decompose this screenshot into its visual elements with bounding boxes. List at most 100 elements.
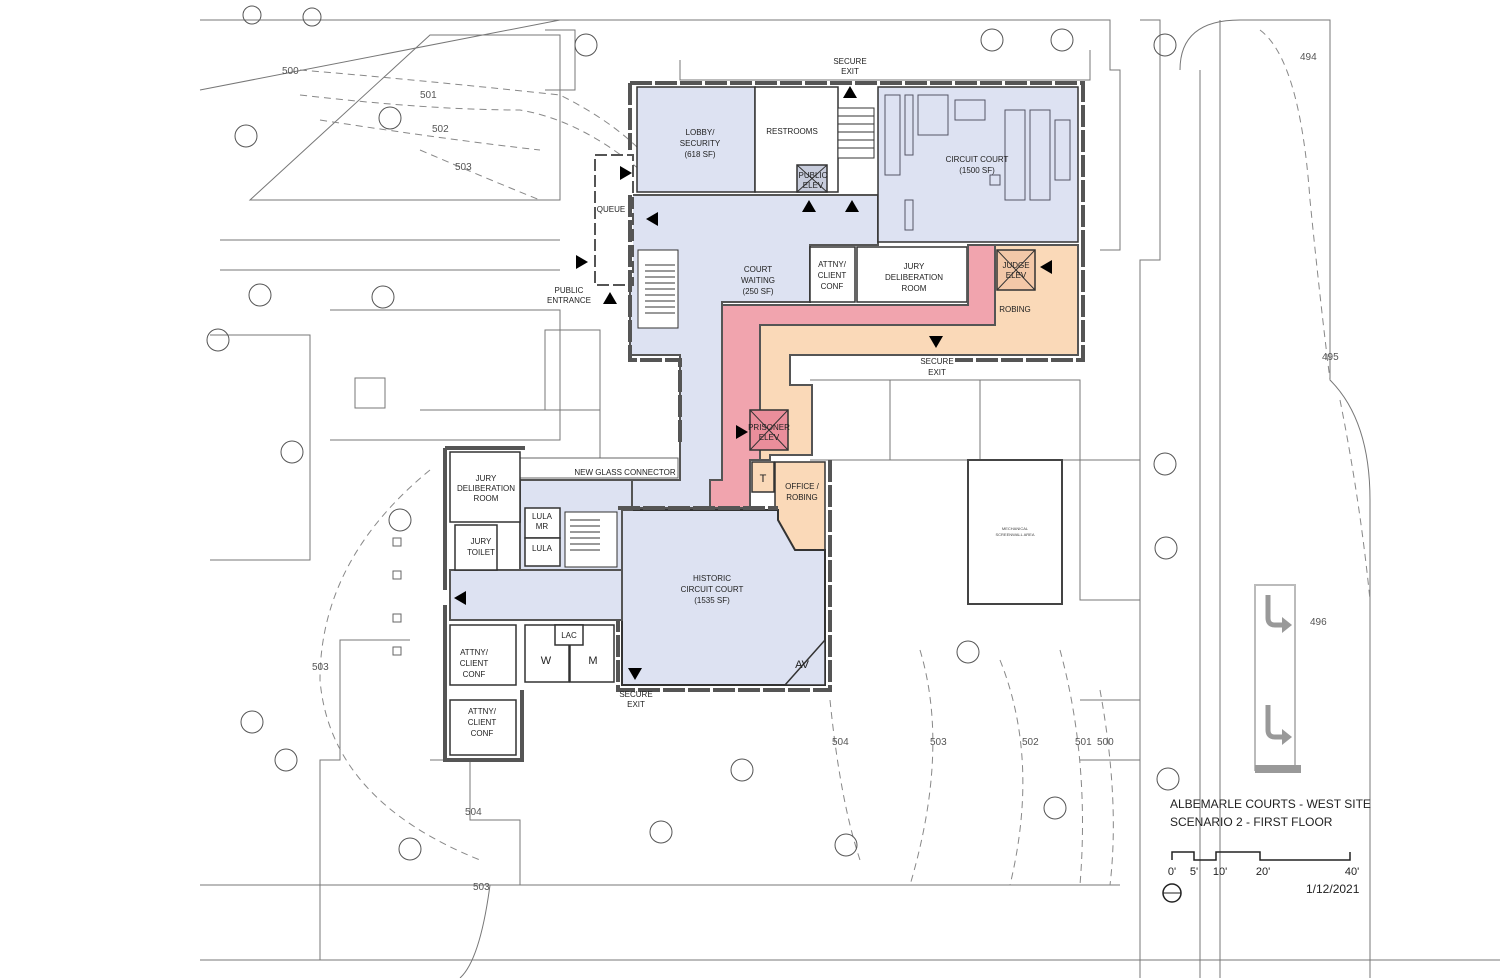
lula-machine-room bbox=[524, 507, 561, 539]
secure-exit-label: SECURE bbox=[920, 357, 953, 366]
contour-label: 503 bbox=[312, 662, 329, 673]
scale-tick-label: 0' bbox=[1168, 866, 1176, 878]
room-labels: LOBBY/ SECURITY (618 SF) RESTROOMS PUBLI… bbox=[457, 127, 1031, 738]
contour-label: 503 bbox=[455, 162, 472, 173]
drawing-subtitle: SCENARIO 2 - FIRST FLOOR bbox=[1170, 815, 1333, 829]
lac-room-box bbox=[554, 624, 584, 646]
attny-label: ATTNY/ bbox=[818, 260, 847, 269]
entry-arrow-icon bbox=[603, 292, 617, 304]
lac-label: LAC bbox=[561, 631, 577, 640]
left-arrow-icon bbox=[1040, 260, 1052, 274]
contour-label: 495 bbox=[1322, 352, 1339, 363]
exit-arrow-icon bbox=[843, 86, 857, 98]
secure-exit-label: EXIT bbox=[841, 67, 859, 76]
jury-delib-label: DELIBERATION bbox=[885, 273, 943, 282]
robing-label: ROBING bbox=[999, 305, 1031, 314]
m-label: M bbox=[588, 655, 597, 667]
lobby-label: SECURITY bbox=[680, 139, 721, 148]
jury-toilet-label: TOILET bbox=[467, 548, 495, 557]
drawing-date: 1/12/2021 bbox=[1306, 882, 1360, 896]
jury-delib-label: ROOM bbox=[902, 284, 927, 293]
right-arrow-icon bbox=[736, 425, 748, 439]
contour-label: 500 bbox=[282, 66, 299, 77]
attny-label: CONF bbox=[821, 282, 844, 291]
stair-top bbox=[837, 107, 875, 159]
attny-left2-label: CONF bbox=[471, 729, 494, 738]
av-label: AV bbox=[795, 659, 810, 671]
project-title: ALBEMARLE COURTS - WEST SITE bbox=[1170, 797, 1371, 811]
jury-toilet-room bbox=[454, 524, 498, 571]
office-robing-label: ROBING bbox=[786, 493, 818, 502]
public-elev-label: ELEV bbox=[803, 181, 824, 190]
left-wing-corridor bbox=[449, 569, 623, 621]
lula-lift bbox=[524, 537, 561, 567]
public-entrance-label: PUBLIC bbox=[555, 286, 584, 295]
t-room-label: T bbox=[760, 473, 767, 485]
court-waiting-label: (250 SF) bbox=[742, 287, 773, 296]
lobby-security-room bbox=[636, 86, 756, 193]
contour-label: 503 bbox=[473, 882, 490, 893]
office-robing-label: OFFICE / bbox=[785, 482, 820, 491]
court-waiting-label: COURT bbox=[744, 265, 772, 274]
north-arrow-icon bbox=[1162, 883, 1182, 903]
up-arrow-icon bbox=[845, 200, 859, 212]
w-label: W bbox=[541, 655, 552, 667]
jury-toilet-label: JURY bbox=[471, 537, 492, 546]
stair-historic bbox=[564, 511, 618, 568]
prisoner-elev-label: ELEV bbox=[759, 433, 780, 442]
lula-mr-label: LULA bbox=[532, 512, 553, 521]
attny-left1-label: CLIENT bbox=[460, 659, 489, 668]
scale-tick-label: 20' bbox=[1256, 866, 1270, 878]
contour-labels: 500 501 502 503 494 495 496 500 501 502 … bbox=[282, 52, 1339, 893]
judge-elev-label: ELEV bbox=[1006, 271, 1027, 280]
lobby-label: LOBBY/ bbox=[686, 128, 716, 137]
landscape-trees bbox=[206, 5, 1180, 861]
public-entrance-label: ENTRANCE bbox=[547, 296, 591, 305]
scale-tick-label: 5' bbox=[1190, 866, 1198, 878]
prisoner-elev-label: PRISONER bbox=[748, 423, 790, 432]
contour-label: 502 bbox=[1022, 737, 1039, 748]
av-room bbox=[783, 638, 826, 686]
lula-mr-label: MR bbox=[536, 522, 549, 531]
jury-delib-left-label: DELIBERATION bbox=[457, 484, 515, 493]
jury-deliberation-room-left bbox=[449, 451, 521, 523]
attny-label: CLIENT bbox=[818, 271, 847, 280]
jury-delib-label: JURY bbox=[904, 262, 925, 271]
svg-text:SCREENWALL AREA: SCREENWALL AREA bbox=[995, 532, 1034, 537]
building-outer-wall-top bbox=[628, 81, 1085, 445]
circuit-court-room bbox=[877, 86, 1079, 243]
svg-text:MECHANICAL: MECHANICAL bbox=[1002, 526, 1029, 531]
court-waiting-label: WAITING bbox=[741, 276, 775, 285]
contour-label: 501 bbox=[1075, 737, 1092, 748]
toilet-room bbox=[751, 461, 775, 493]
exit-markers: SECURE EXIT PUBLIC ENTRANCE SECURE EXIT … bbox=[454, 57, 1052, 709]
building-outer-wall-historic bbox=[616, 460, 832, 692]
down-arrow-icon bbox=[929, 336, 943, 348]
small-squares bbox=[392, 537, 402, 656]
mechanical-screenwall-area: MECHANICAL SCREENWALL AREA bbox=[967, 459, 1063, 605]
public-elev-label: PUBLIC bbox=[799, 171, 828, 180]
graphic-scale bbox=[1171, 851, 1351, 861]
contour-lines bbox=[299, 29, 1371, 886]
left-arrow-icon bbox=[454, 591, 466, 605]
road-markings bbox=[1254, 584, 1301, 773]
attny-client-conf-room-left-1 bbox=[449, 624, 517, 686]
contour-label: 501 bbox=[420, 90, 437, 101]
entry-arrow-icon bbox=[646, 212, 658, 226]
jury-delib-left-label: JURY bbox=[476, 474, 497, 483]
judge-elev-label: JUDGE bbox=[1002, 261, 1029, 270]
entry-arrow-icon bbox=[576, 255, 588, 269]
contour-label: 504 bbox=[832, 737, 849, 748]
queue-label: QUEUE bbox=[597, 205, 625, 214]
historic-court-label: (1535 SF) bbox=[694, 596, 730, 605]
contour-label: 500 bbox=[1097, 737, 1114, 748]
scale-tick-label: 40' bbox=[1345, 866, 1359, 878]
circuit-court-label: CIRCUIT COURT bbox=[946, 155, 1009, 164]
down-arrow-icon bbox=[628, 668, 642, 680]
attny-client-conf-room bbox=[809, 246, 856, 303]
queue-area bbox=[594, 154, 634, 286]
secure-exit-label: SECURE bbox=[619, 690, 652, 699]
contour-label: 502 bbox=[432, 124, 449, 135]
contour-label: 494 bbox=[1300, 52, 1317, 63]
